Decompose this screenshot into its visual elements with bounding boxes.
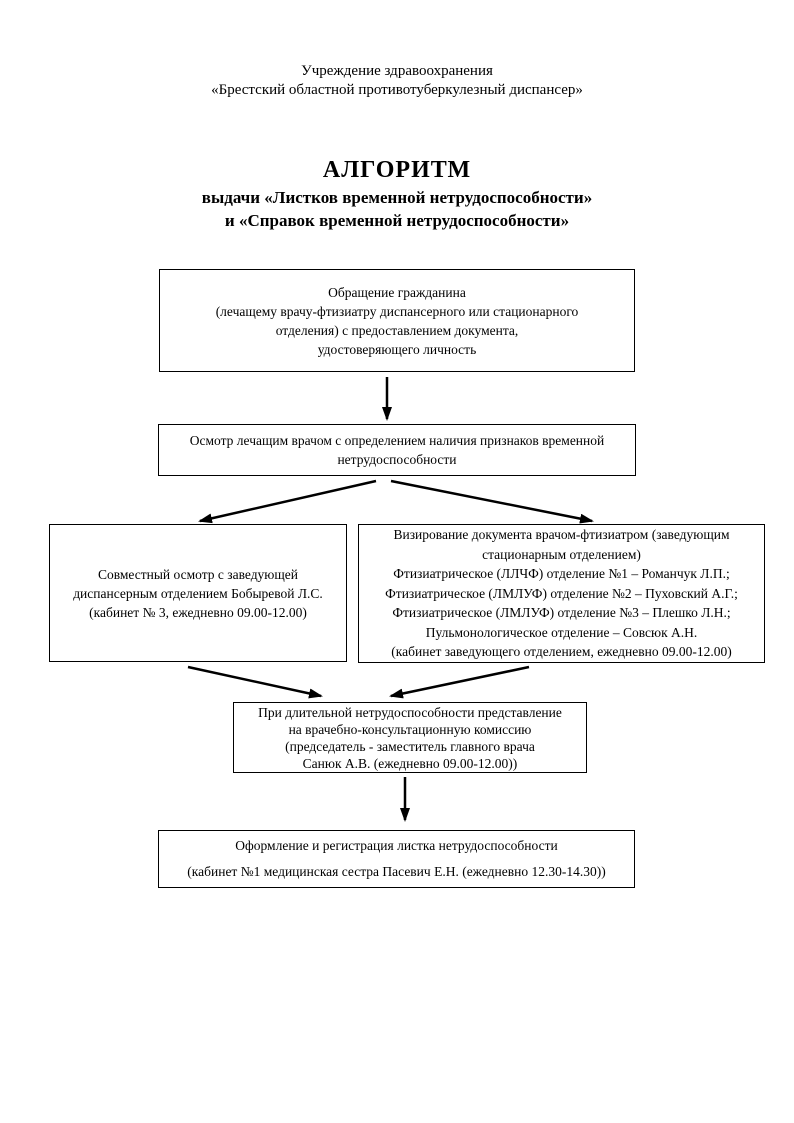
- flow-box-application: Обращение гражданина (лечащему врачу-фти…: [159, 269, 635, 372]
- arrow-examination-to-visa: [390, 479, 594, 524]
- flow-box-vkk-text: При длительной нетрудоспособности предст…: [258, 704, 562, 771]
- arrow-joint-exam-to-vkk: [187, 665, 323, 699]
- flow-box-vkk: При длительной нетрудоспособности предст…: [233, 702, 587, 773]
- flow-box-visa-text: Визирование документа врачом-фтизиатром …: [385, 527, 738, 660]
- flow-box-joint-exam-text: Совместный осмотр с заведующей диспансер…: [73, 566, 323, 620]
- flow-box-visa: Визирование документа врачом-фтизиатром …: [358, 524, 765, 663]
- flow-box-registration: Оформление и регистрация листка нетрудос…: [158, 830, 635, 888]
- flow-box-joint-exam: Совместный осмотр с заведующей диспансер…: [49, 524, 347, 662]
- page-subtitle: выдачи «Листков временной нетрудоспособн…: [201, 188, 593, 230]
- arrow-examination-to-joint-exam: [198, 479, 377, 524]
- flow-box-application-text: Обращение гражданина (лечащему врачу-фти…: [215, 284, 579, 357]
- flow-box-examination-text: Осмотр лечащим врачом с определением нал…: [189, 433, 605, 467]
- flow-box-examination: Осмотр лечащим врачом с определением нал…: [158, 424, 636, 476]
- page-title: АЛГОРИТМ: [322, 157, 472, 183]
- arrow-visa-to-vkk: [389, 665, 530, 699]
- flow-box-registration-text: Оформление и регистрация листка нетрудос…: [187, 838, 606, 879]
- org-header: Учреждение здравоохранения «Брестский об…: [211, 63, 583, 98]
